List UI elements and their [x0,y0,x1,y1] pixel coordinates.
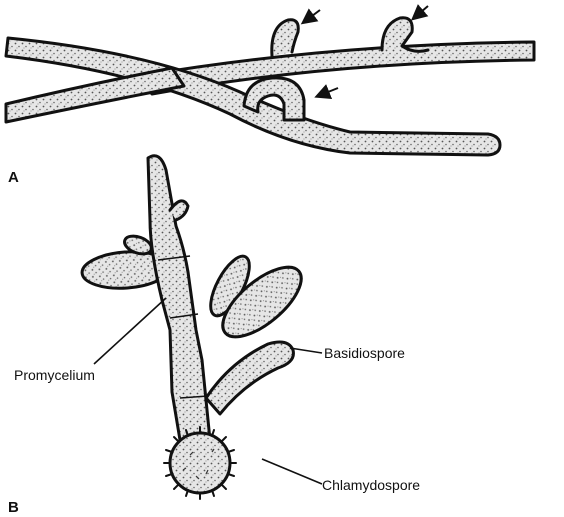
chlamydospore [164,427,236,499]
clamp-connection-1 [272,20,298,56]
panel-a-label: A [8,169,19,186]
promycelium-stalk [148,156,210,440]
leader-promycelium [94,298,166,364]
basidiospore-label: Basidiospore [324,345,405,361]
chlamydospore-label: Chlamydospore [322,477,420,493]
leader-chlamydospore [262,459,322,484]
panel-b-label: B [8,499,19,516]
panel-a: A [6,6,534,186]
promycelium-label: Promycelium [14,367,95,383]
basidiospore-branch [206,342,293,414]
arrow-clamp-2 [414,6,428,18]
left-hypha [6,68,184,122]
arrow-clamp-3 [318,88,338,96]
panel-b: Basidiospore Promycelium Chlamydospore B [8,156,420,516]
arrow-clamp-1 [304,10,320,22]
